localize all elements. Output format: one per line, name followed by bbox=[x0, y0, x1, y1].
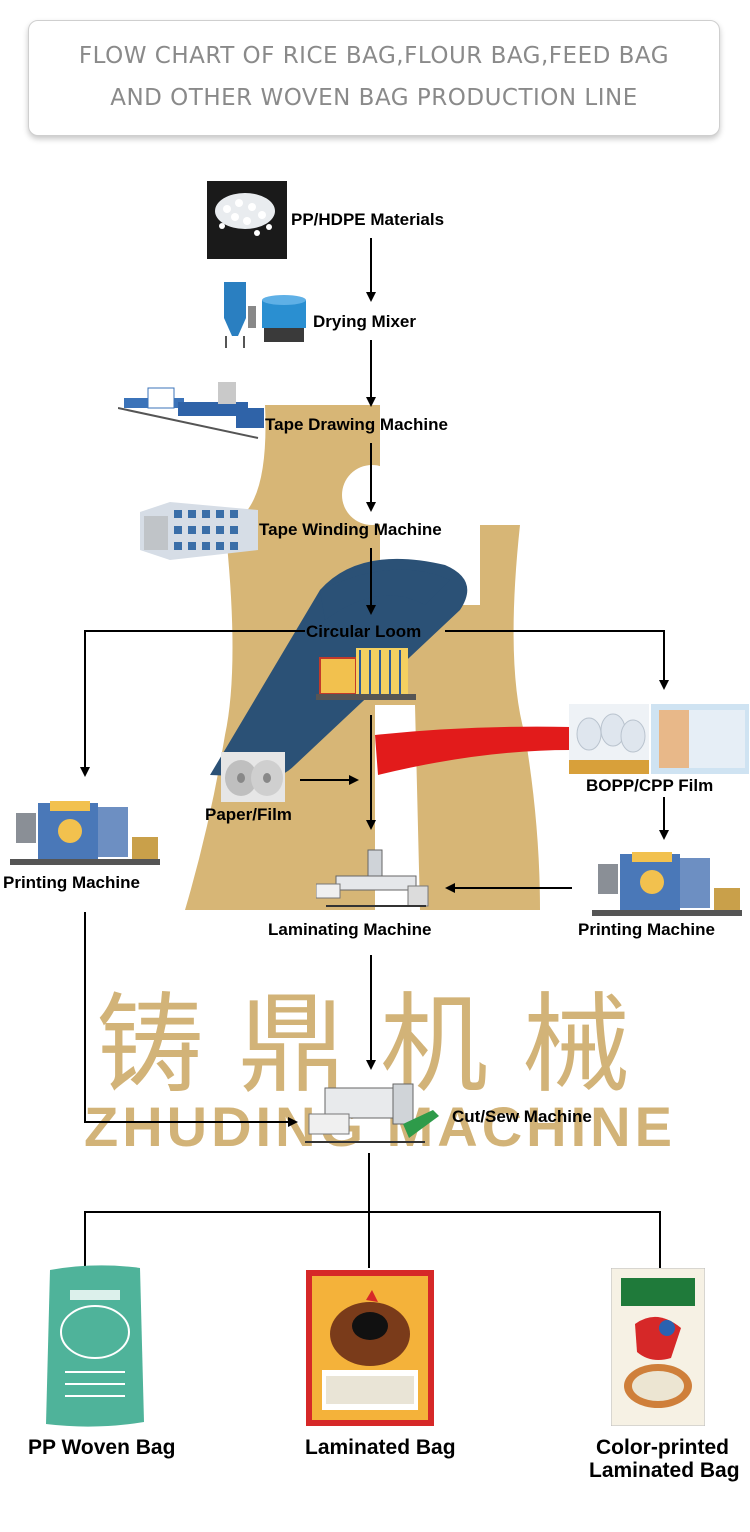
drying-mixer-image bbox=[224, 282, 306, 348]
arrow-loom-bopp bbox=[445, 630, 669, 690]
step-tape-drawing-machine: Tape Drawing Machine bbox=[265, 415, 448, 434]
laminated-bag-image bbox=[306, 1270, 434, 1426]
step-tape-winding-machine: Tape Winding Machine bbox=[259, 520, 442, 539]
cut-sew-machine-image bbox=[305, 1083, 439, 1143]
arrow-printing-left-cutsew bbox=[84, 912, 298, 1127]
product-color-printed-line-2: Laminated Bag bbox=[589, 1459, 740, 1482]
step-cut-sew-machine: Cut/Sew Machine bbox=[452, 1107, 592, 1126]
title-line-1: FLOW CHART OF RICE BAG,FLOUR BAG,FEED BA… bbox=[78, 43, 670, 69]
product-laminated-bag: Laminated Bag bbox=[305, 1436, 456, 1459]
circular-loom-image bbox=[316, 648, 416, 700]
step-pp-hdpe-materials: PP/HDPE Materials bbox=[291, 210, 445, 229]
tape-drawing-machine-image bbox=[118, 382, 264, 439]
title-box: FLOW CHART OF RICE BAG,FLOUR BAG,FEED BA… bbox=[28, 20, 720, 136]
step-circular-loom: Circular Loom bbox=[306, 622, 422, 641]
printing-machine-left-image bbox=[10, 801, 160, 865]
step-drying-mixer: Drying Mixer bbox=[313, 312, 416, 331]
watermark-chinese: 铸鼎机械 bbox=[95, 983, 664, 1108]
product-color-printed-line-1: Color-printed bbox=[596, 1436, 729, 1459]
connector-products bbox=[84, 1211, 661, 1268]
pp-granules-image bbox=[207, 181, 287, 259]
step-paper-film: Paper/Film bbox=[205, 805, 292, 824]
step-printing-machine-left: Printing Machine bbox=[3, 873, 140, 892]
product-pp-woven-bag: PP Woven Bag bbox=[28, 1436, 176, 1459]
tape-winding-machine-image bbox=[140, 502, 258, 560]
color-printed-bag-image bbox=[611, 1268, 705, 1426]
step-printing-machine-right: Printing Machine bbox=[578, 920, 715, 939]
laminating-machine-image bbox=[316, 849, 429, 907]
pp-woven-bag-image bbox=[46, 1265, 144, 1427]
step-bopp-cpp-film: BOPP/CPP Film bbox=[586, 776, 714, 795]
arrow-loom-printing-left bbox=[80, 630, 305, 777]
step-laminating-machine: Laminating Machine bbox=[268, 920, 432, 939]
printing-machine-right-image bbox=[592, 852, 742, 916]
paper-film-rolls-image bbox=[221, 752, 285, 802]
bopp-cpp-film-image bbox=[569, 704, 749, 774]
title-line-2: AND OTHER WOVEN BAG PRODUCTION LINE bbox=[110, 85, 638, 111]
